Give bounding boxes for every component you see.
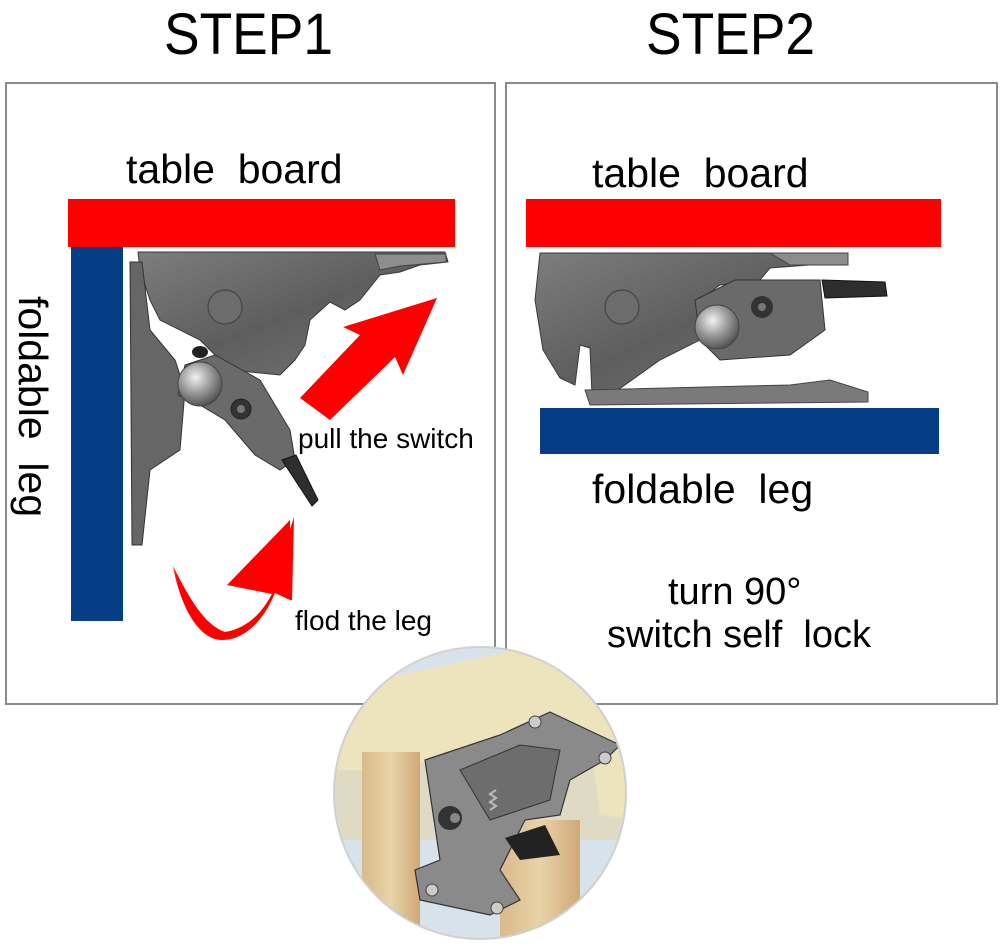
fold-leg-annotation: flod the leg (295, 605, 432, 636)
step2-foldable-leg-bar (540, 408, 939, 454)
step2-table-board-label: table board (592, 150, 809, 196)
pull-switch-annotation: pull the switch (298, 423, 474, 454)
step2-caption-line1: turn 90° (668, 571, 802, 613)
step1-foldable-leg-bar (71, 247, 123, 621)
step1-table-board-label: table board (126, 146, 343, 192)
step2-foldable-leg-label: foldable leg (592, 466, 814, 512)
step1-title: STEP1 (164, 2, 334, 67)
step2-caption-line2: switch self lock (607, 614, 871, 656)
step2-table-board-bar (526, 199, 941, 247)
step1-table-board-bar (68, 199, 455, 247)
step2-title: STEP2 (646, 2, 816, 67)
